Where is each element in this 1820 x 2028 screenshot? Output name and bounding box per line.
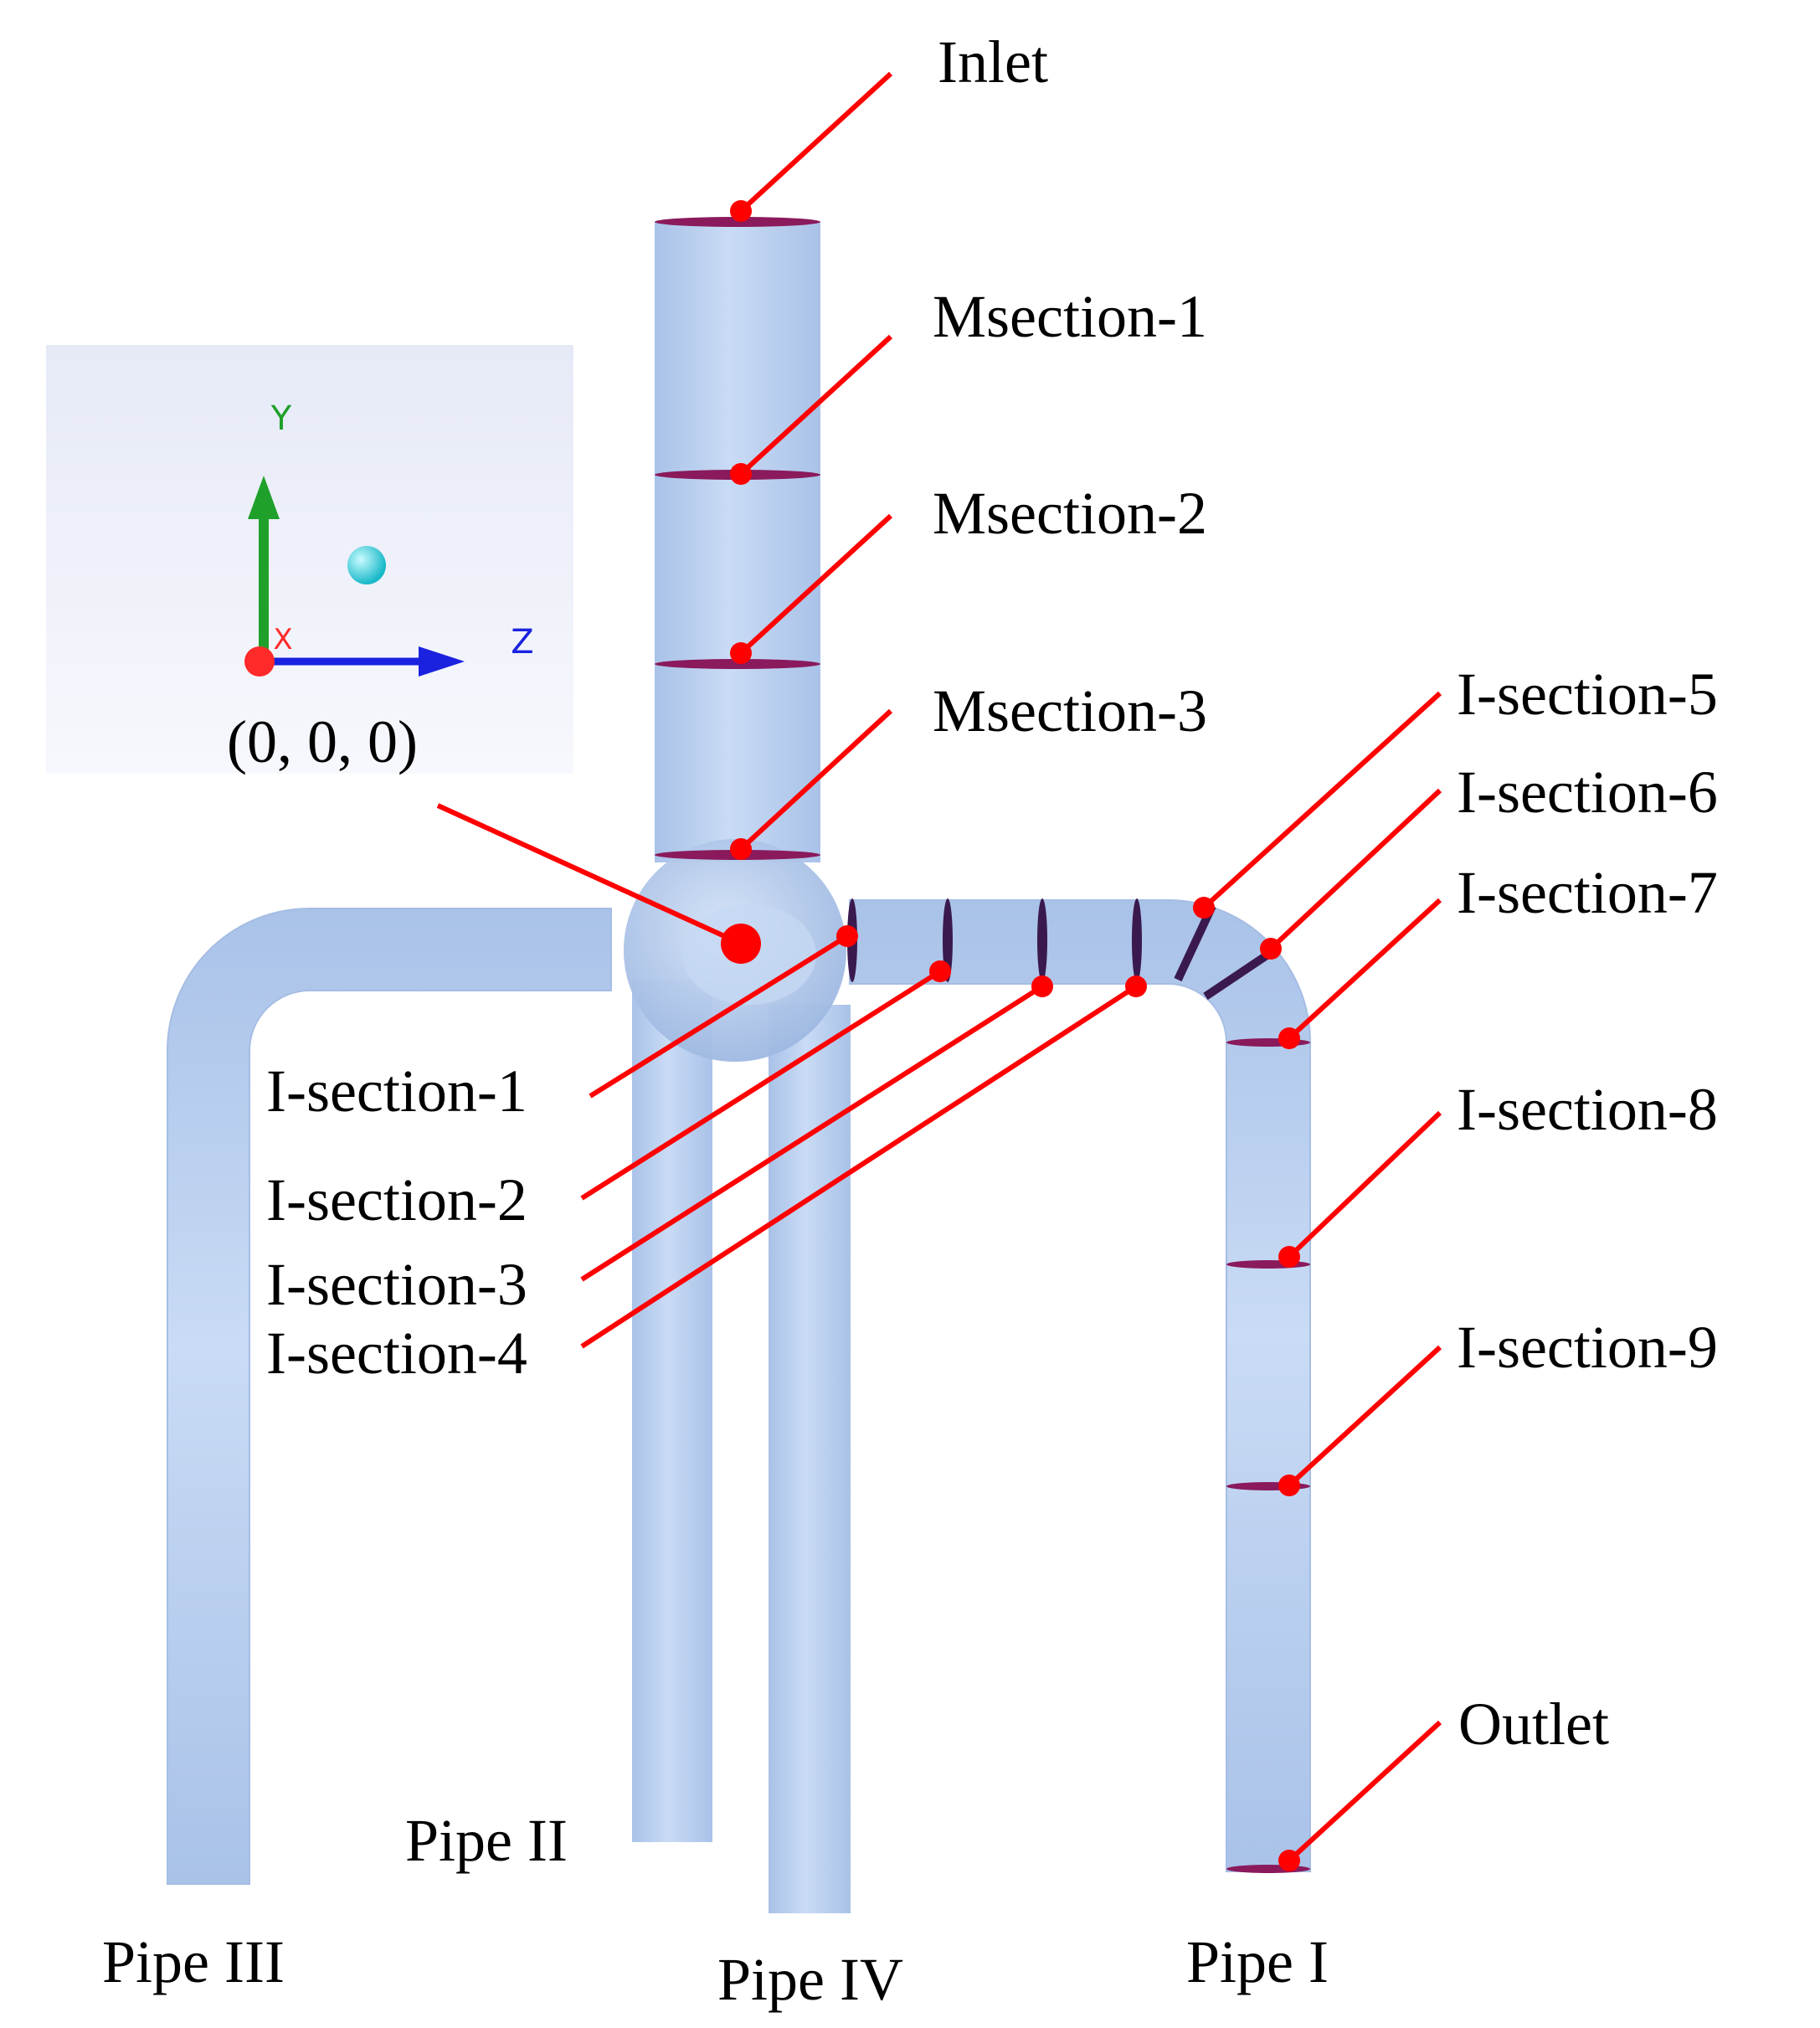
pipe-i-body (849, 899, 1311, 1872)
i-section-1-leader-dot (836, 925, 858, 947)
outlet-leader-dot (1278, 1850, 1300, 1871)
section-label-i-section-3: I-section-3 (266, 1251, 527, 1318)
pipe-label-pipe-iii: Pipe III (102, 1928, 285, 1995)
i-section-7-leader-line (1287, 898, 1442, 1041)
msection-1-leader-dot (730, 463, 752, 485)
origin-coordinate-label: (0, 0, 0) (227, 708, 418, 775)
pipe-label-pipe-i: Pipe I (1186, 1928, 1329, 1995)
msection-2-leader-line (738, 513, 893, 656)
inlet-leader-dot (730, 200, 752, 222)
axis-label-y: Y (270, 399, 292, 438)
pipe-iii-body (167, 908, 612, 1885)
i-section-9-leader-dot (1278, 1475, 1300, 1496)
pipe-geometry (167, 222, 1311, 1913)
section-label-inlet: Inlet (938, 28, 1048, 95)
i-section-9-leader-line (1287, 1345, 1442, 1488)
msection-2-ring (655, 659, 820, 669)
x-axis-origin-marker-icon (244, 646, 275, 677)
view-marker-sphere-icon (347, 546, 386, 584)
main-pipe-body (655, 222, 820, 862)
section-labels: Inlet Msection-1 Msection-2 Msection-3 I… (266, 28, 1718, 1758)
axes-inset: Y Z X (0, 0, 0) (46, 345, 573, 775)
section-label-i-section-4: I-section-4 (266, 1320, 527, 1387)
i-section-5-leader-dot (1193, 897, 1215, 919)
section-label-i-section-6: I-section-6 (1457, 759, 1718, 826)
i-section-6-ring (1203, 946, 1277, 1001)
msection-3-leader-line (738, 708, 893, 852)
pipe-iv-body (769, 1005, 851, 1913)
pipe-label-pipe-iv: Pipe IV (717, 1946, 903, 2013)
msection-1-leader-line (738, 334, 893, 476)
i-section-4-leader-line (580, 984, 1138, 1349)
i-section-1-leader-line (589, 934, 849, 1099)
pipe-ii-body (632, 980, 712, 1842)
inlet-leader-line (738, 71, 893, 214)
section-label-outlet: Outlet (1458, 1691, 1609, 1758)
i-section-3-leader-line (580, 984, 1044, 1282)
outlet-leader-line (1287, 1720, 1442, 1863)
i-section-2-leader-line (580, 969, 942, 1201)
pipe-labels: Pipe I Pipe II Pipe III Pipe IV (102, 1807, 1329, 2013)
i-section-3-leader-dot (1031, 975, 1053, 997)
origin-leader-dot (721, 924, 761, 964)
axis-label-x: X (273, 623, 292, 656)
i-section-8-leader-dot (1278, 1246, 1300, 1268)
section-label-i-section-8: I-section-8 (1457, 1076, 1718, 1143)
i-section-6-leader-dot (1260, 938, 1282, 960)
i-section-2-ring (943, 898, 953, 982)
i-section-2-leader-dot (929, 960, 951, 982)
i-section-6-leader-line (1268, 788, 1442, 951)
section-label-i-section-9: I-section-9 (1457, 1314, 1718, 1381)
section-label-msection-2: Msection-2 (933, 480, 1207, 547)
i-section-5-leader-line (1201, 691, 1442, 910)
i-section-8-leader-line (1287, 1110, 1442, 1259)
section-label-i-section-5: I-section-5 (1457, 661, 1718, 728)
i-section-4-ring (1132, 898, 1142, 982)
inlet-ring (655, 217, 820, 227)
i-section-5-ring (1174, 903, 1216, 982)
section-label-i-section-7: I-section-7 (1457, 859, 1718, 926)
section-label-msection-1: Msection-1 (933, 283, 1207, 350)
axes-inset-background (46, 345, 573, 774)
i-section-4-leader-dot (1125, 975, 1147, 997)
pipe-label-pipe-ii: Pipe II (405, 1807, 568, 1874)
section-label-i-section-2: I-section-2 (266, 1166, 527, 1233)
section-label-msection-3: Msection-3 (933, 677, 1207, 744)
i-section-7-leader-dot (1278, 1027, 1300, 1049)
leader-lines (436, 71, 1442, 1871)
origin-leader-line (436, 803, 743, 946)
y-axis-arrowhead-icon (248, 476, 280, 519)
msection-3-leader-dot (730, 838, 752, 860)
axis-label-z: Z (511, 623, 533, 661)
section-label-i-section-1: I-section-1 (266, 1058, 527, 1125)
i-section-3-ring (1037, 898, 1047, 982)
z-axis-arrowhead-icon (419, 646, 465, 677)
msection-2-leader-dot (730, 642, 752, 664)
